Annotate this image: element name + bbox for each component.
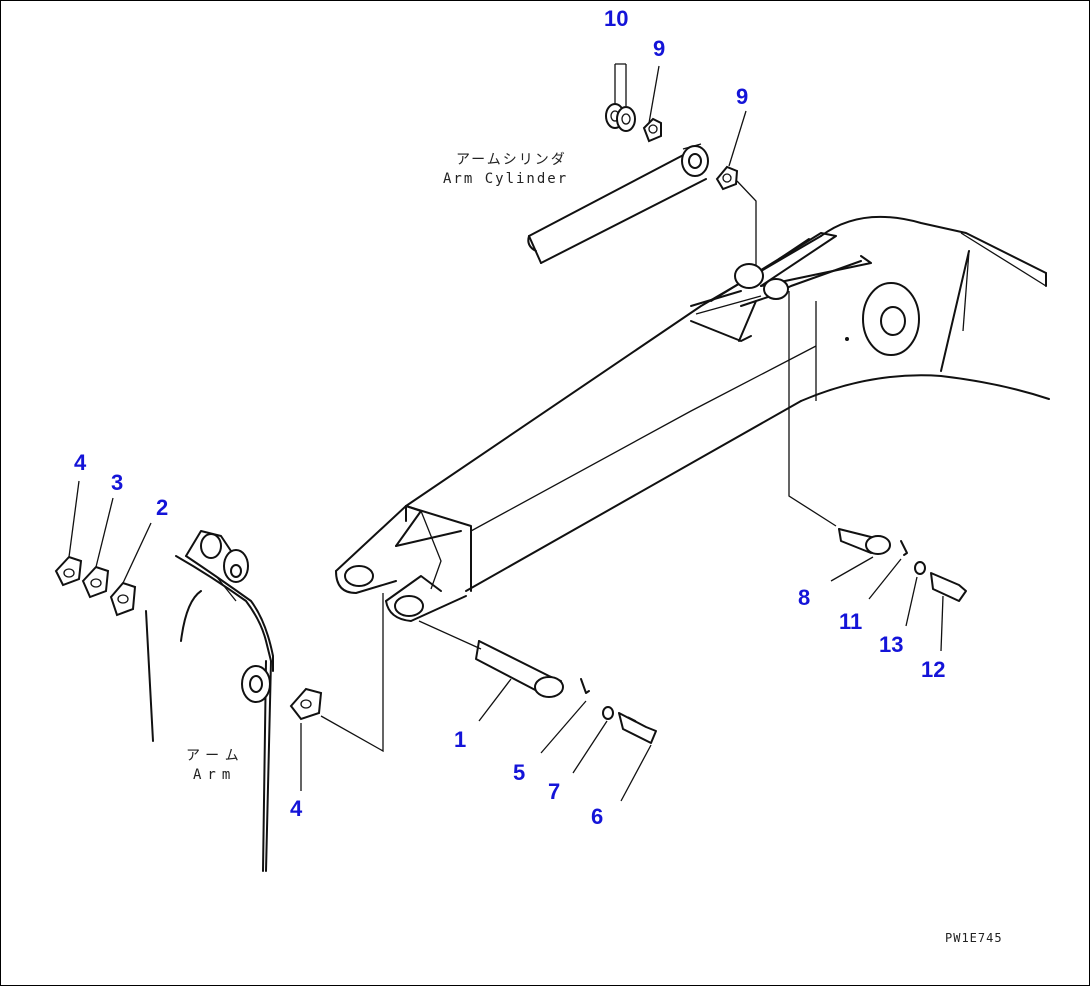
arm: [145, 530, 274, 872]
callout-13: 13: [879, 632, 904, 657]
callout-1: 1: [454, 727, 467, 752]
cylinder-bracket: [695, 232, 872, 342]
callout-2: 2: [156, 495, 169, 520]
callout-7: 7: [548, 779, 561, 804]
callout-5: 5: [513, 760, 526, 785]
callout-6: 6: [591, 804, 604, 829]
boom-clevis: [335, 505, 467, 622]
pin-1: [418, 620, 657, 744]
callout-4-lower: 4: [290, 796, 303, 821]
arm-cylinder-label-en: Arm Cylinder: [443, 171, 569, 187]
washers-upper: [605, 103, 757, 266]
shims-left: [54, 555, 137, 617]
boom: [405, 215, 1050, 592]
callout-10: 10: [604, 6, 629, 31]
shim-4-lower: [289, 593, 384, 753]
callout-4-left: 4: [74, 450, 87, 475]
callout-9-top: 9: [653, 36, 666, 61]
leaders: [68, 63, 944, 802]
callout-3: 3: [111, 470, 124, 495]
arm-cylinder: [527, 143, 709, 264]
arm-cylinder-label-jp: アームシリンダ: [456, 152, 567, 168]
callout-11: 11: [839, 609, 863, 634]
pin-8: [788, 291, 967, 602]
callout-8: 8: [798, 585, 811, 610]
callout-12: 12: [921, 657, 946, 682]
arm-label-en: Arm: [193, 767, 237, 783]
callout-9-right: 9: [736, 84, 749, 109]
drawing-code: PW1E745: [945, 931, 1003, 945]
arm-label-jp: アーム: [186, 748, 245, 764]
